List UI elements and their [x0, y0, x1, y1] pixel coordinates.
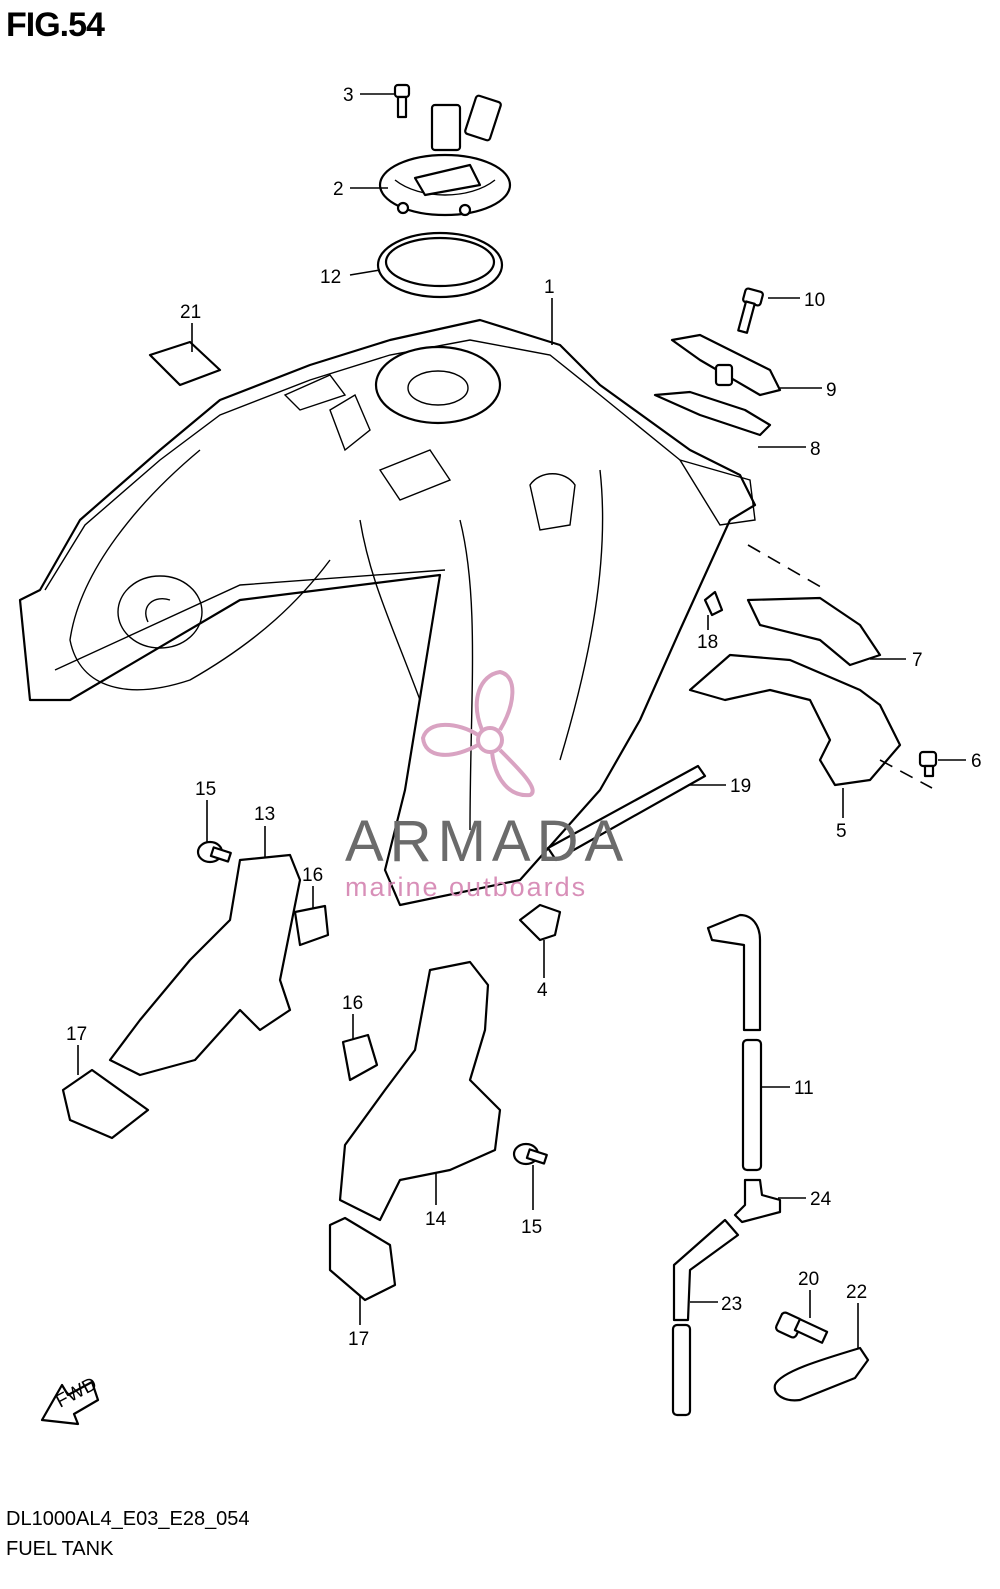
stay-22: [773, 1346, 870, 1402]
callout-6: 6: [971, 751, 982, 772]
callout-14: 14: [425, 1209, 447, 1230]
callout-20: 20: [798, 1269, 819, 1290]
hose-23-lower: [671, 1323, 692, 1417]
clamp-4: [518, 903, 562, 942]
callout-4: 4: [537, 980, 548, 1001]
bolt-15-upper: [196, 840, 232, 864]
callout-2: 2: [333, 179, 344, 200]
assembly-line-lower: [879, 759, 933, 789]
fwd-arrow-icon: FWD: [40, 1374, 101, 1426]
hose-11-lower: [741, 1038, 763, 1172]
diagram-code: DL1000AL4_E03_E28_054: [6, 1508, 250, 1530]
bracket-13: [108, 853, 302, 1077]
bolt-6: [918, 750, 938, 778]
callout-15-upper: 15: [195, 779, 216, 800]
callout-23: 23: [721, 1294, 742, 1315]
cushion-16-upper: [293, 904, 330, 947]
watermark-tagline: marine outboards: [345, 872, 588, 902]
clip-18: [703, 590, 724, 617]
callout-21: 21: [180, 302, 201, 323]
gasket-ring: [376, 231, 504, 299]
bolt-20: [775, 1311, 829, 1344]
callout-19: 19: [730, 776, 751, 797]
callout-11: 11: [794, 1078, 814, 1099]
plate-8: [653, 390, 772, 437]
callout-12: 12: [320, 267, 341, 288]
callout-17-right: 17: [348, 1329, 369, 1350]
screw-3: [393, 83, 411, 119]
fuel-cap: [378, 94, 512, 217]
cushion-17-right: [328, 1216, 397, 1302]
rubber-cushion-7: [746, 596, 882, 667]
callout-5: 5: [836, 821, 847, 842]
callout-15-lower: 15: [521, 1217, 542, 1238]
fuel-tank: [18, 318, 757, 907]
callout-8: 8: [810, 439, 821, 460]
figure-title: FIG.54: [6, 6, 105, 44]
bolt-10: [737, 287, 764, 334]
callout-7: 7: [912, 650, 923, 671]
bolt-15-lower: [512, 1142, 548, 1166]
leader-12: [349, 269, 381, 276]
callout-18: 18: [697, 632, 718, 653]
cushion-17-left: [61, 1068, 150, 1140]
hose-11: [706, 913, 762, 1032]
callout-10: 10: [804, 290, 825, 311]
rubber-strip-19: [546, 764, 707, 862]
plate-9-boss: [714, 363, 734, 387]
bracket-14: [338, 960, 502, 1222]
callout-9: 9: [826, 380, 837, 401]
watermark-brand: ARMADA: [345, 809, 630, 874]
label-plate: [148, 340, 222, 387]
assembly-line-upper: [747, 544, 827, 591]
callout-16-upper: 16: [302, 865, 323, 886]
callout-13: 13: [254, 804, 275, 825]
hose-23: [672, 1218, 740, 1322]
callout-17-left: 17: [66, 1024, 87, 1045]
cushion-16-lower: [341, 1033, 379, 1082]
callout-16-lower: 16: [342, 993, 363, 1014]
joint-24: [733, 1178, 782, 1224]
watermark-propeller-icon: [420, 669, 535, 798]
bracket-5: [688, 653, 902, 787]
callout-22: 22: [846, 1282, 867, 1303]
callout-1: 1: [544, 277, 555, 298]
callout-24: 24: [810, 1189, 832, 1210]
callout-3: 3: [343, 85, 354, 106]
diagram-name: FUEL TANK: [6, 1538, 114, 1560]
